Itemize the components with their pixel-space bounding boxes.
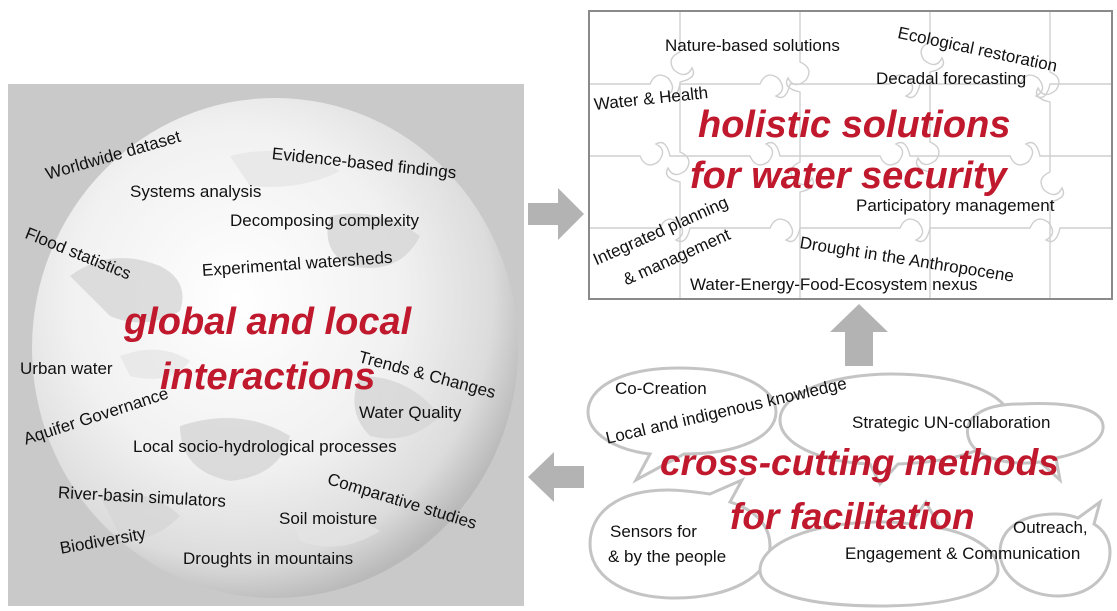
holistic-heading-line2: for water security (690, 155, 1007, 197)
holistic-panel (588, 10, 1113, 300)
topic-decadal-forecasting: Decadal forecasting (876, 69, 1027, 88)
arrow-left-icon (528, 452, 584, 502)
puzzle-pattern (590, 12, 1111, 298)
topic-co-creation: Co-Creation (615, 379, 707, 398)
global-heading-line2: interactions (160, 356, 376, 398)
topic-local-socio-hydrological-processes: Local socio-hydrological processes (133, 437, 397, 456)
speech-bubbles (586, 366, 1112, 608)
topic-outreach-line2: Engagement & Communication (845, 544, 1081, 563)
topic-droughts-in-mountains: Droughts in mountains (183, 549, 354, 568)
methods-heading-line2: for facilitation (730, 496, 975, 537)
arrow-up-icon (830, 304, 888, 366)
topic-strategic-un-collaboration: Strategic UN-collaboration (852, 413, 1051, 432)
topic-participatory-management: Participatory management (856, 196, 1055, 215)
topic-nature-based-solutions: Nature-based solutions (665, 36, 840, 55)
topic-sensors-line2: & by the people (608, 547, 727, 566)
global-heading-line1: global and local (124, 301, 412, 343)
topic-wefe-nexus: Water-Energy-Food-Ecosystem nexus (690, 275, 978, 294)
topic-soil-moisture: Soil moisture (279, 509, 378, 528)
holistic-heading-line1: holistic solutions (698, 104, 1011, 146)
methods-heading-line1: cross-cutting methods (660, 442, 1059, 483)
topic-urban-water: Urban water (20, 359, 113, 378)
topic-decomposing-complexity: Decomposing complexity (230, 211, 419, 230)
arrow-right-icon (528, 188, 584, 240)
topic-outreach-line1: Outreach, (1013, 518, 1088, 537)
topic-systems-analysis: Systems analysis (130, 182, 262, 201)
topic-water-quality: Water Quality (359, 403, 462, 422)
earth-globe (32, 98, 518, 598)
topic-sensors-line1: Sensors for (610, 522, 697, 541)
